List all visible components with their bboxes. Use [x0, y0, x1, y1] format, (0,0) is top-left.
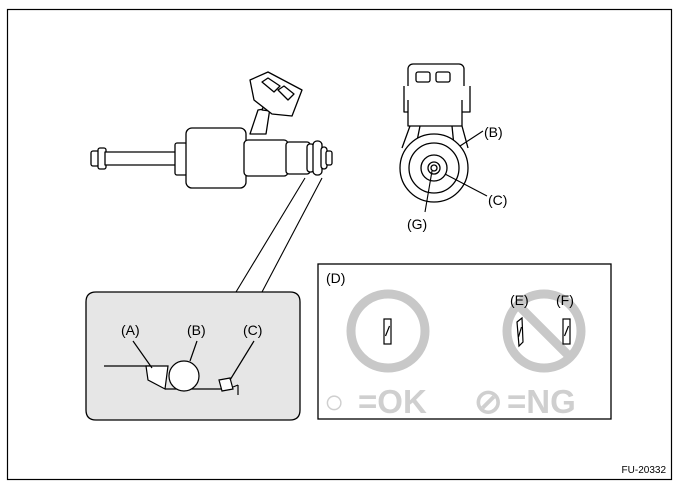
ng-seal-mark-E [516, 316, 524, 348]
ng-legend-text: =NG [507, 383, 576, 420]
ok-circle-symbol [346, 289, 430, 373]
label-C-detail: (C) [243, 322, 262, 338]
label-F: (F) [556, 292, 574, 308]
label-G: (G) [407, 216, 427, 232]
label-D: (D) [326, 270, 345, 286]
figure-code: FU-20332 [622, 465, 667, 476]
ok-seal-mark [383, 318, 392, 345]
label-E: (E) [510, 292, 529, 308]
label-B-detail: (B) [187, 322, 206, 338]
detail-callout-box [85, 291, 301, 421]
label-C-end: (C) [488, 192, 507, 208]
ng-legend-symbol: ⊘ [474, 383, 503, 421]
ok-legend-symbol: ○ [324, 383, 345, 421]
end-view-leaders [424, 130, 488, 213]
label-B-end: (B) [484, 124, 503, 140]
seal-cross-section [104, 340, 255, 395]
injector-end-view [399, 63, 471, 203]
injector-side-view [90, 71, 333, 189]
ng-prohibited-symbol [502, 289, 586, 373]
label-A: (A) [121, 322, 140, 338]
ok-ng-panel [317, 263, 612, 420]
ng-seal-mark-F [562, 318, 571, 345]
zoom-lines [235, 177, 323, 293]
outer-frame [6, 8, 673, 481]
ok-legend-text: =OK [358, 383, 427, 420]
